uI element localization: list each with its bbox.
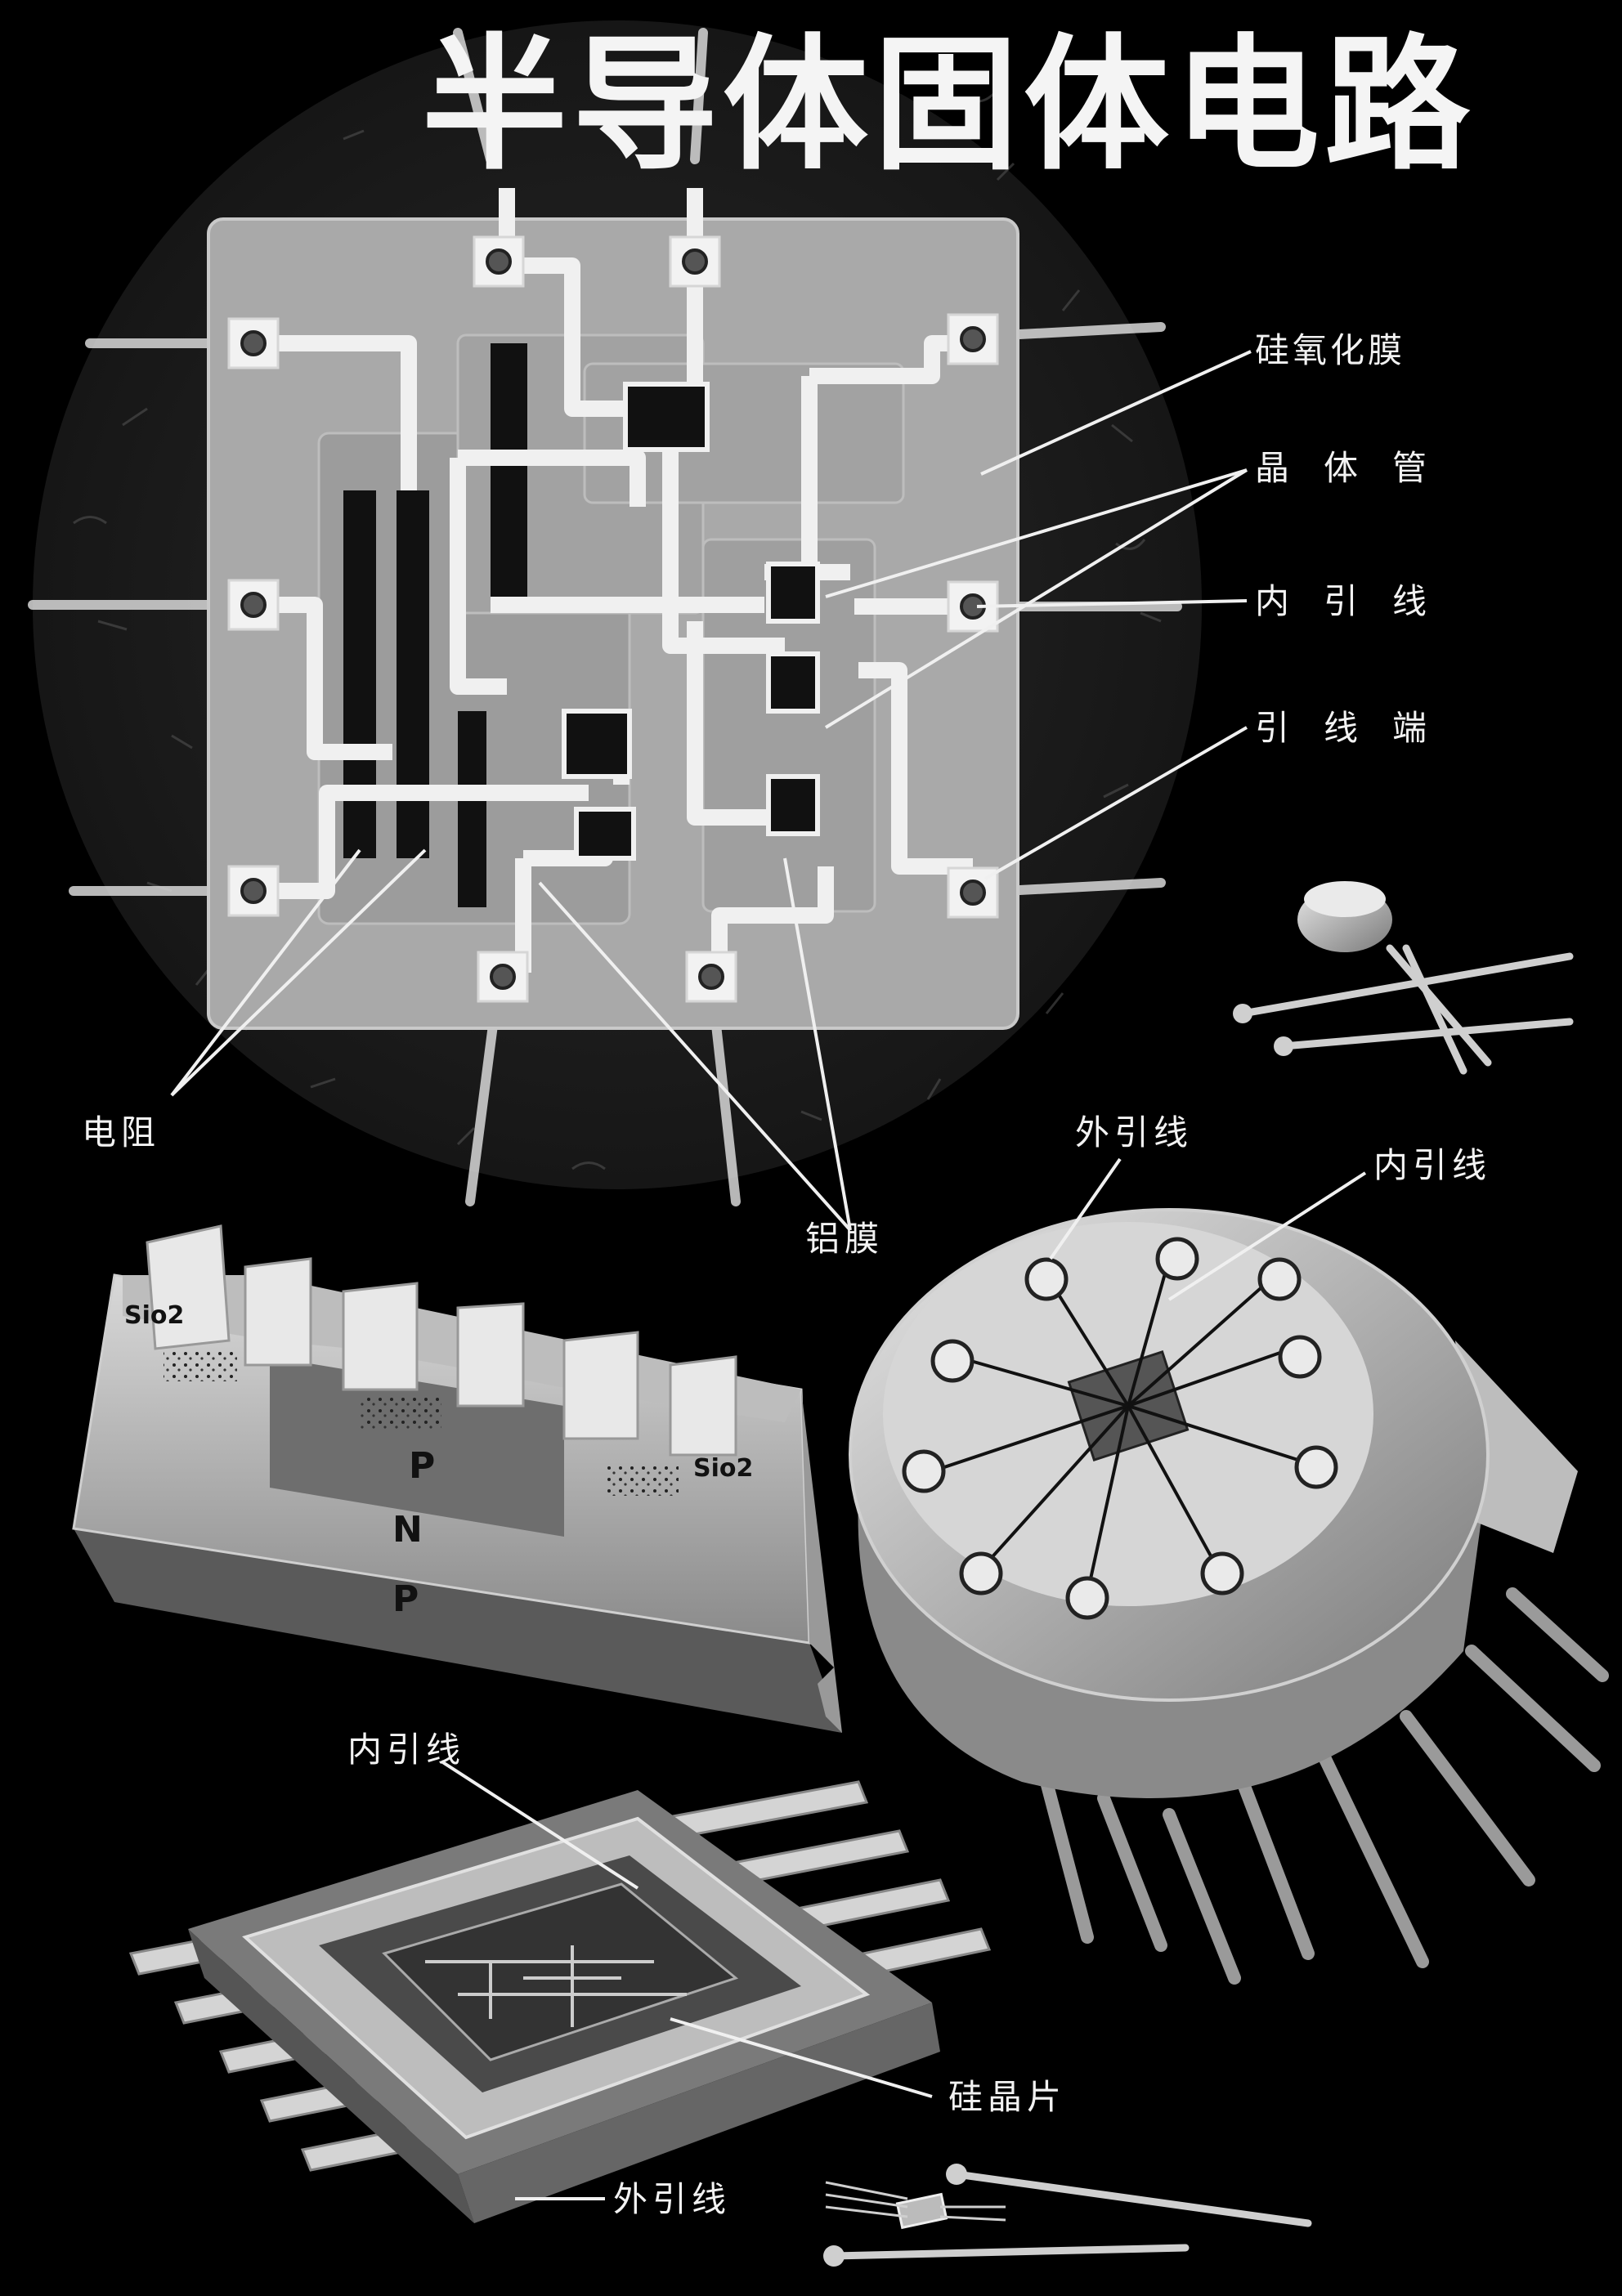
page-title: 半导体固体电路: [422, 20, 1475, 190]
small-flat-package: [823, 2164, 1312, 2267]
flat-package-callouts: [440, 1760, 933, 2200]
label-inner-lead-round: 内引线: [1373, 1145, 1492, 1185]
round-package-callouts: [1049, 1157, 1367, 1301]
label-aluminum-film: 铝膜: [805, 1219, 885, 1259]
label-outer-lead-round: 外引线: [1075, 1112, 1194, 1152]
label-resistor: 电阻: [82, 1112, 161, 1152]
sio2-left-label: Sio2: [124, 1301, 185, 1330]
small-to-can-package: [1233, 881, 1574, 1075]
label-outer-lead-flat: 外引线: [613, 2179, 732, 2219]
p-substrate-label: P: [392, 1578, 419, 1620]
callout-lines: [170, 350, 1252, 1232]
cross-section-block: [72, 1224, 842, 1733]
p-region-top-label: P: [409, 1445, 436, 1487]
chip-die: [207, 188, 1019, 1030]
label-lead-terminal: 引线端: [1255, 708, 1462, 748]
label-silicon-oxide-film: 硅氧化膜: [1255, 330, 1406, 370]
sio2-right-label: Sio2: [693, 1454, 754, 1483]
round-package: [849, 1208, 1609, 1985]
label-inner-lead-flat: 内引线: [347, 1730, 466, 1770]
flat-package: [128, 1780, 992, 2223]
label-silicon-wafer: 硅晶片: [948, 2077, 1067, 2117]
label-inner-lead: 内引线: [1255, 581, 1462, 621]
n-region-label: N: [392, 1509, 423, 1551]
label-transistor: 晶体管: [1255, 448, 1462, 488]
